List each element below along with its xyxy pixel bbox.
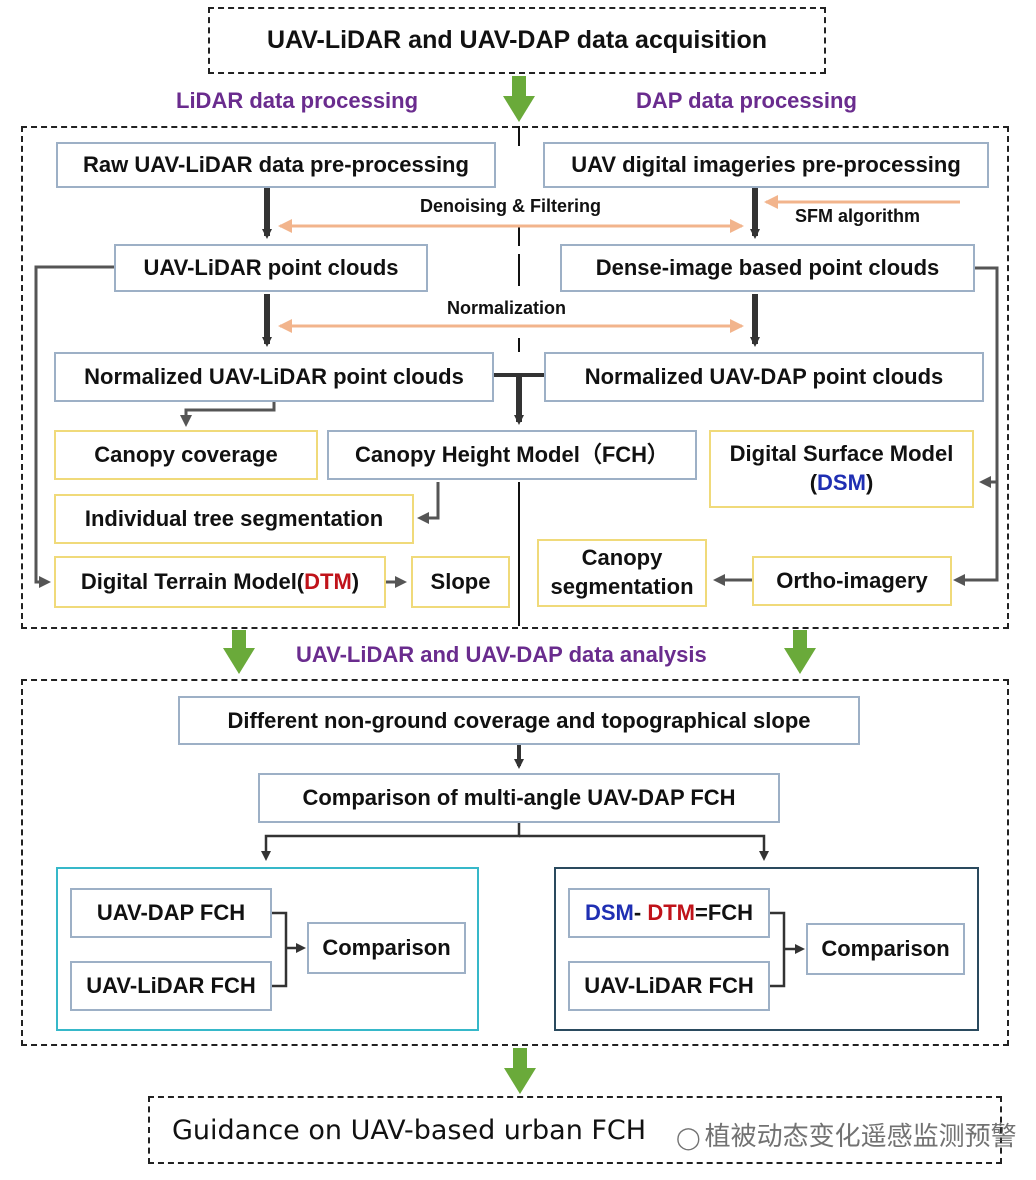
- right-comparison-label: Comparison: [821, 936, 950, 962]
- green-arrow-right: [784, 630, 816, 674]
- dense-point-clouds-label: Dense-image based point clouds: [595, 255, 940, 281]
- dap-processing-label: DAP data processing: [636, 88, 857, 113]
- green-arrow-left: [223, 630, 255, 674]
- dtm-abbr: DTM: [304, 568, 352, 594]
- comparison-multi-box: Comparison of multi-angle UAV-DAP FCH: [258, 773, 780, 823]
- analysis-section: [21, 679, 1009, 1046]
- lidar-processing-label: LiDAR data processing: [176, 88, 419, 113]
- guidance-box: Guidance on UAV-based urban FCH: [148, 1096, 1002, 1164]
- left-comparison-panel: [56, 867, 479, 1031]
- imagery-box: UAV digital imageries pre-processing: [543, 142, 989, 188]
- left-lidar-fch-box: UAV-LiDAR FCH: [70, 961, 272, 1011]
- analysis-label: UAV-LiDAR and UAV-DAP data analysis: [296, 642, 707, 667]
- coverage-slope-label: Different non-ground coverage and topogr…: [227, 707, 811, 733]
- tree-segmentation-label: Individual tree segmentation: [84, 505, 384, 531]
- comparison-multi-label: Comparison of multi-angle UAV-DAP FCH: [302, 785, 736, 811]
- ortho-imagery-label: Ortho-imagery: [776, 567, 928, 593]
- acquisition-title: UAV-LiDAR and UAV-DAP data acquisition: [266, 26, 768, 54]
- sfm-label: SFM algorithm: [795, 206, 920, 226]
- left-lidar-fch-label: UAV-LiDAR FCH: [86, 973, 256, 999]
- right-comparison-box: Comparison: [806, 923, 965, 975]
- dense-point-clouds-box: Dense-image based point clouds: [560, 244, 975, 292]
- canopy-coverage-label: Canopy coverage: [94, 441, 278, 467]
- processing-section: [21, 126, 1009, 629]
- green-arrow-top: [503, 76, 535, 122]
- normalized-dap-label: Normalized UAV-DAP point clouds: [584, 364, 944, 390]
- green-arrow-bottom: [504, 1048, 536, 1094]
- canopy-segmentation-box: Canopy segmentation: [537, 539, 707, 607]
- denoising-label: Denoising & Filtering: [420, 196, 602, 216]
- canopy-coverage-box: Canopy coverage: [54, 430, 318, 480]
- chm-label: Canopy Height Model（FCH）: [354, 442, 670, 468]
- normalized-lidar-label: Normalized UAV-LiDAR point clouds: [84, 364, 464, 390]
- tree-segmentation-box: Individual tree segmentation: [54, 494, 414, 544]
- left-comparison-label: Comparison: [322, 935, 451, 961]
- right-lidar-fch-box: UAV-LiDAR FCH: [568, 961, 770, 1011]
- raw-lidar-box: Raw UAV-LiDAR data pre-processing: [56, 142, 496, 188]
- dtm-label: Digital Terrain Model(DTM): [80, 568, 360, 594]
- ortho-imagery-box: Ortho-imagery: [752, 556, 952, 606]
- lidar-point-clouds-label: UAV-LiDAR point clouds: [143, 255, 399, 281]
- dsm-box: Digital Surface Model (DSM): [709, 430, 974, 508]
- watermark-text: 植被动态变化遥感监测预警: [704, 1121, 1017, 1151]
- left-dap-fch-label: UAV-DAP FCH: [96, 900, 246, 926]
- left-dap-fch-box: UAV-DAP FCH: [70, 888, 272, 938]
- canopy-seg-line1: Canopy: [581, 545, 663, 571]
- dsm-label-line1: Digital Surface Model: [729, 441, 954, 467]
- guidance-label: Guidance on UAV-based urban FCH: [172, 1114, 647, 1146]
- right-comparison-panel: [554, 867, 979, 1031]
- canopy-seg-line2: segmentation: [550, 574, 694, 599]
- raw-lidar-label: Raw UAV-LiDAR data pre-processing: [83, 152, 469, 178]
- right-lidar-fch-label: UAV-LiDAR FCH: [584, 973, 754, 999]
- chm-box: Canopy Height Model（FCH）: [327, 430, 697, 480]
- normalized-lidar-box: Normalized UAV-LiDAR point clouds: [54, 352, 494, 402]
- normalization-label: Normalization: [447, 298, 567, 318]
- left-comparison-box: Comparison: [307, 922, 466, 974]
- lidar-point-clouds-box: UAV-LiDAR point clouds: [114, 244, 428, 292]
- wechat-icon: ◯: [676, 1125, 701, 1150]
- dsm-abbr: DSM: [817, 470, 866, 495]
- coverage-slope-box: Different non-ground coverage and topogr…: [178, 696, 860, 745]
- dsm-label-line2: (DSM): [809, 470, 874, 495]
- acquisition-box: UAV-LiDAR and UAV-DAP data acquisition: [208, 7, 826, 74]
- imagery-label: UAV digital imageries pre-processing: [571, 152, 961, 178]
- normalized-dap-box: Normalized UAV-DAP point clouds: [544, 352, 984, 402]
- slope-box: Slope: [411, 556, 510, 608]
- right-dsm-dtm-box: DSM- DTM=FCH: [568, 888, 770, 938]
- watermark: ◯植被动态变化遥感监测预警: [676, 1116, 1017, 1153]
- right-dsm-dtm-label: DSM- DTM=FCH: [584, 900, 754, 926]
- dtm-box: Digital Terrain Model(DTM): [54, 556, 386, 608]
- slope-label: Slope: [430, 568, 491, 594]
